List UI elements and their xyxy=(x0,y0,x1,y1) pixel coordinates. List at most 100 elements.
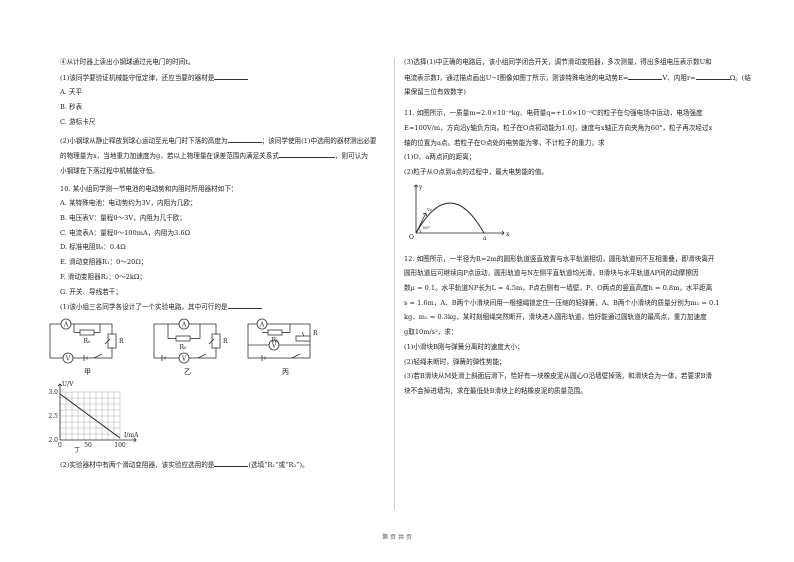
text-span: (2)实验器材中有两个滑动变阻器，该实验应选用的是 xyxy=(60,460,215,469)
equipment-e: E. 滑动变阻器R₁：0～20Ω； xyxy=(60,258,148,267)
question-12-cont: g取10m/s²，求： xyxy=(404,328,458,337)
ui-line xyxy=(59,393,121,439)
text-span: (选填“R₁”或“R₂”)。 xyxy=(248,460,309,469)
answer-blank[interactable] xyxy=(278,151,335,159)
x-axis-label: x xyxy=(506,231,510,238)
question-9-1: (1)该同学要验证机械能守恒定律，还应当要的器材是 xyxy=(60,73,380,83)
text-span: ；该同学使用(1)中选用的器材测出必要 xyxy=(261,136,377,145)
question-11-cont: 轴的位置为a点。若粒子在O点处的电势能为零，不计粒子的重力，求 xyxy=(404,138,605,147)
text-span: V、内阻r= xyxy=(662,73,696,82)
ui-graph: U/V I/mA 3.0 2.5 2.0 0 50 100 丁 xyxy=(48,380,380,454)
answer-blank[interactable] xyxy=(695,73,730,80)
origin-label: O xyxy=(409,234,414,241)
question-12-3-cont: 块不会掉进墙沟，求在最低处B滑块上的粘橡皮泥的质量范围。 xyxy=(404,386,587,395)
circuit-label-jia: 甲 xyxy=(84,367,91,376)
question-10-3-cont: 电流表示数I，通过描点画出U−I图像如图丁所示，则该特殊电池的电动势E= V、内阻… xyxy=(404,73,751,83)
text-span: (1)该同学要验证机械能守恒定律，还应当要的器材是 xyxy=(60,73,215,82)
text-span: (1)该小组三名同学各设计了一个实验电路，其中可行的是 xyxy=(60,303,228,312)
graph-grid xyxy=(60,391,121,440)
voltmeter-label: V xyxy=(181,355,187,362)
question-10-title: 10. 某小组同学测一节电池的电动势和内阻时所用器材如下： xyxy=(60,184,238,193)
ammeter-label: A xyxy=(181,321,187,328)
y-axis-label: U/V xyxy=(62,381,74,388)
y-tick: 2.5 xyxy=(48,413,58,420)
equipment-c: C. 电流表A：量程0～100mA，内阻为3.6Ω xyxy=(60,228,191,237)
question-9-2: (2)小钢球从静止释放到球心运动至光电门时下落的高度为 ；该同学使用(1)中选用的… xyxy=(60,136,380,146)
x-axis-label: I/mA xyxy=(124,432,139,439)
question-12: 12. 如图所示，一半径为R=2m的圆形轨道竖直放置与水平轨道相切，圆形轨道间不… xyxy=(404,254,715,263)
question-9-2-cont: 的物理量为x，当地重力加速度为g，若以上物理量在误差范围内满足关系式 ，则可认为 xyxy=(60,151,380,161)
text-span: ，则可认为 xyxy=(334,152,368,161)
question-10-2: (2)实验器材中有两个滑动变阻器，该实验应选用的是 (选填“R₁”或“R₂”)。 xyxy=(60,460,380,470)
voltmeter-label: V xyxy=(271,342,277,349)
motion-diagram: y x O a v₀ 60° xyxy=(404,181,742,243)
equipment-f: F. 滑动变阻器R₂：0～2kΩ； xyxy=(60,272,146,281)
question-12-cont: 数μ = 0.1。水平轨道NP长为L = 4.5m，P点右侧有一墙壁，P、O两点… xyxy=(404,284,713,293)
circuit-label-bing: 丙 xyxy=(282,367,289,376)
question-11-2: (2)粒子从O点到a点的过程中，最大电势能的值。 xyxy=(404,167,548,176)
equipment-a: A. 某特殊电池：电动势约为3V，内阻为几欧； xyxy=(60,199,197,208)
r0-label: R₀ xyxy=(180,344,188,351)
question-12-2: (2)轻绳未断时，弹簧的弹性势能； xyxy=(404,357,506,366)
question-11-cont: E=100V/m，方向沿y轴负方向。粒子在O点初动能为1.0J，速度与x轴正方向… xyxy=(404,123,713,132)
option-b: B. 秒表 xyxy=(60,103,83,112)
answer-blank[interactable] xyxy=(628,73,663,80)
text-span: 电流表示数I，通过描点画出U−I图像如图丁所示，则该特殊电池的电动势E= xyxy=(404,73,629,82)
answer-blank[interactable] xyxy=(214,73,249,80)
circuit-yi: A R₀ R V xyxy=(153,318,228,364)
column-divider xyxy=(394,58,395,510)
y-tick: 2.0 xyxy=(48,437,58,444)
circuit-diagrams: A R₀ R V A R₀ R V xyxy=(49,318,380,378)
y-tick: 3.0 xyxy=(48,389,58,396)
point-a-label: a xyxy=(483,235,487,242)
question-10-3: (3)选择(1)中正确的电路后，该小组同学闭合开关，调节滑动变阻器，多次测量，得… xyxy=(404,58,712,66)
circuit-jia: A R₀ R V xyxy=(49,318,124,364)
option-a: A. 天平 xyxy=(60,88,83,97)
text-line: 果保留三位有效数字) xyxy=(404,88,466,97)
page-footer: 第 页 共 页 xyxy=(382,534,412,541)
ui-graph-svg: U/V I/mA 3.0 2.5 2.0 0 50 100 xyxy=(48,381,139,449)
ammeter-label: A xyxy=(63,321,69,328)
motion-diagram-svg: y x O a v₀ 60° xyxy=(409,184,510,242)
text-line: ④从计时器上读出小钢球通过光电门的时间t。 xyxy=(60,58,195,66)
x-tick: 100 xyxy=(114,442,126,449)
option-c: C. 游标卡尺 xyxy=(60,117,96,126)
r-label: R xyxy=(313,330,318,337)
y-axis-label: y xyxy=(418,184,423,191)
v0-label: v₀ xyxy=(426,207,432,213)
text-span: Ω。(结 xyxy=(729,73,751,82)
question-12-cont: 圆形轨道后可继续向P点运动，圆形轨道与N左侧平直轨道均光滑，B滑块与水平轨道AP… xyxy=(404,269,699,278)
question-11: 11. 如图所示，一质量m=2.0×10⁻⁸kg、电荷量q=+1.0×10⁻⁵C… xyxy=(404,109,703,118)
text-span: 的物理量为x，当地重力加速度为g，若以上物理量在误差范围内满足关系式 xyxy=(60,152,279,161)
question-12-3: (3)若B滑块从M处滑上斜面后滑下，恰好有一块橡皮泥从圆心O沿墙壁掉落，和滑块合… xyxy=(404,372,713,381)
r0-label: R₀ xyxy=(84,338,92,345)
r0-label: R₀ xyxy=(272,337,280,344)
right-column: (3)选择(1)中正确的电路后，该小组同学闭合开关，调节滑动变阻器，多次测量，得… xyxy=(404,58,751,396)
left-column: ④从计时器上读出小钢球通过光电门的时间t。 (1)该同学要验证机械能守恒定律，还… xyxy=(48,58,380,470)
angle-label: 60° xyxy=(423,225,430,230)
answer-blank[interactable] xyxy=(227,302,262,310)
r-label: R xyxy=(119,338,124,345)
question-12-cont: kg、m₂ = 0.3kg，某时刻细绳突然断开，滑块进入圆形轨道，恰好能通过圆轨… xyxy=(404,313,707,322)
voltmeter-label: V xyxy=(65,355,71,362)
trajectory-arc xyxy=(415,202,485,233)
ammeter-label: A xyxy=(259,321,265,328)
x-tick: 50 xyxy=(84,442,92,449)
question-12-cont: s = 1.6m，A、B两个小滑块间用一根细绳锁定住一压缩的轻弹簧，A、B两个小… xyxy=(404,298,720,307)
circuit-label-yi: 乙 xyxy=(184,367,191,376)
text-span: (2)小钢球从静止释放到球心运动至光电门时下落的高度为 xyxy=(60,136,228,145)
question-12-1: (1)小滑块B刚与弹簧分离时的速度大小； xyxy=(404,342,524,351)
answer-blank[interactable] xyxy=(227,136,262,143)
equipment-g: G. 开关、导线若干； xyxy=(60,287,122,296)
equipment-b: B. 电压表V：量程0～3V，内阻为几千欧； xyxy=(60,214,186,223)
graph-label-ding: 丁 xyxy=(74,446,81,454)
answer-blank[interactable] xyxy=(214,460,249,467)
r-label: R xyxy=(223,338,228,345)
x-tick: 0 xyxy=(58,442,62,449)
velocity-arrow xyxy=(415,212,427,233)
question-10-1: (1)该小组三名同学各设计了一个实验电路，其中可行的是 xyxy=(60,302,380,312)
text-line: 小钢球在下落过程中机械能守恒。 xyxy=(60,166,159,175)
equipment-d: D. 标准电阻R₀：0.4Ω xyxy=(60,243,126,252)
question-11-1: (1)O、a两点间的距离； xyxy=(404,153,476,162)
circuit-bing: A R₀ R V xyxy=(247,318,318,361)
